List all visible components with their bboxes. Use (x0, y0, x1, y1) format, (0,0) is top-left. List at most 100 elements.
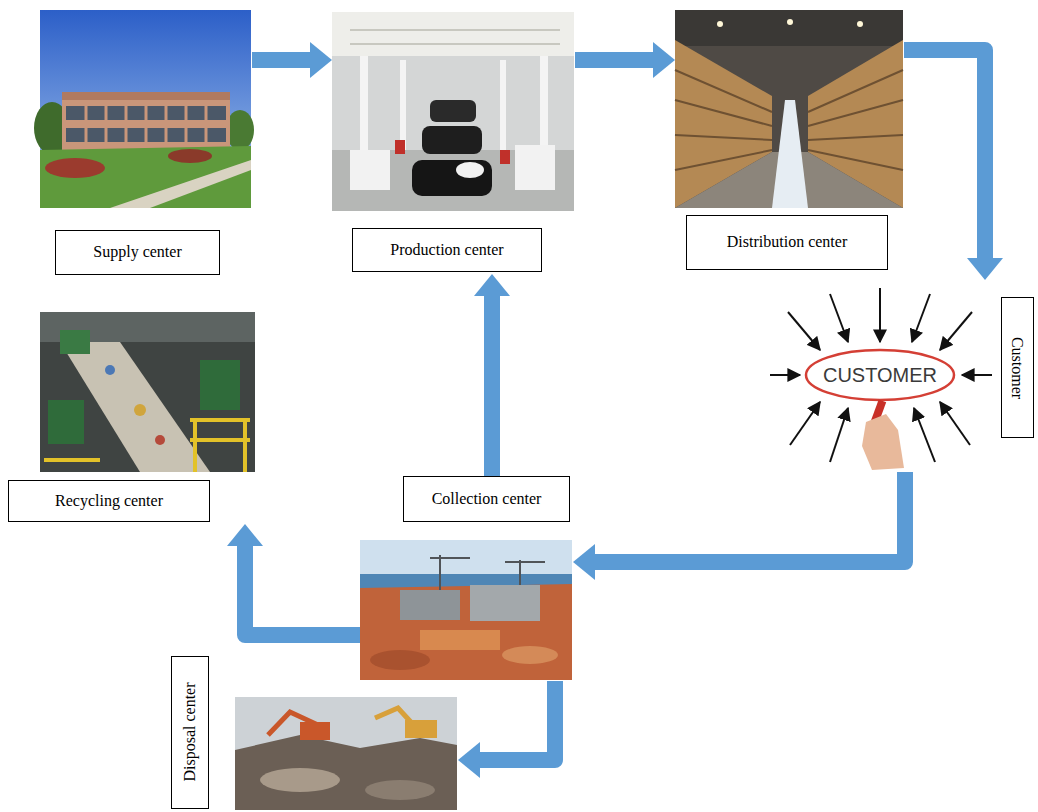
center-node: Distribution center (675, 10, 904, 272)
collection-photo-part (420, 630, 500, 650)
supply-photo-part (110, 160, 251, 208)
customer-illustration-part-part (912, 294, 930, 342)
production-photo-part (360, 56, 368, 166)
distribution-photo-part (772, 100, 808, 208)
supply-photo-part (62, 92, 230, 100)
flow-arrow (252, 42, 332, 78)
distribution-photo (675, 10, 903, 208)
recycling-photo-part (40, 312, 255, 472)
supply-photo-part (86, 106, 206, 142)
node-label: Supply center (93, 242, 181, 261)
disposal-photo-part (300, 722, 330, 740)
supply-photo-part (168, 149, 212, 163)
collection-photo-part (502, 646, 558, 664)
collection-photo-part (360, 584, 572, 680)
node-label: Recycling center (55, 491, 163, 510)
center-node: Disposal center (170, 655, 458, 810)
supply-photo-part (40, 10, 251, 208)
production-photo-part (350, 30, 560, 44)
flow-arrow (458, 681, 555, 778)
distribution-photo-part (787, 19, 793, 25)
arrow-head (653, 42, 675, 78)
label-box: Disposal center (171, 656, 209, 809)
disposal-photo-part (405, 720, 437, 738)
production-photo-part (456, 162, 484, 178)
disposal-photo (235, 697, 457, 810)
recycling-photo-part (134, 404, 146, 416)
customer-illustration-part-part (879, 288, 881, 342)
label-box: Supply center (55, 230, 220, 275)
recycling-photo-part (48, 400, 84, 444)
arrow-shaft (595, 472, 905, 562)
production-photo-part (400, 60, 406, 150)
arrow-shaft (480, 681, 555, 760)
node-label: Collection center (432, 489, 542, 508)
production-photo-part (332, 12, 574, 56)
collection-photo-part (400, 590, 460, 620)
node-label: Production center (390, 240, 503, 259)
supply-photo-part (62, 92, 230, 154)
disposal-photo-part (235, 735, 457, 810)
center-node: Supply center (40, 10, 252, 276)
production-photo-part (332, 12, 574, 211)
arrow-head (458, 742, 480, 778)
production-photo-part (422, 126, 482, 154)
recycling-photo (40, 312, 255, 472)
disposal-photo-part (365, 780, 435, 800)
center-node: Recycling center (8, 312, 256, 524)
flow-arrow (904, 50, 1003, 280)
label-box: Customer (1001, 297, 1034, 438)
production-photo-part (412, 160, 492, 196)
arrow-shaft (252, 52, 310, 68)
customer-illustration-part-part (830, 294, 848, 342)
node-label: Distribution center (727, 232, 847, 251)
supply-photo (34, 10, 254, 208)
production-photo-part (515, 145, 555, 190)
production-photo-part (500, 60, 506, 150)
customer-illustration-part-part (914, 408, 935, 462)
recycling-photo-part (155, 435, 165, 445)
label-box: Recycling center (8, 480, 210, 522)
arrow-shaft (484, 296, 500, 476)
customer-illustration-part-part (770, 374, 800, 376)
distribution-photo-part (857, 21, 863, 27)
production-photo (332, 12, 574, 211)
customer-illustration-part (862, 414, 904, 470)
customer-illustration-part-part (790, 402, 820, 445)
distribution-photo-part (717, 21, 723, 27)
label-box: Distribution center (686, 215, 888, 270)
center-node: Collection center (360, 476, 573, 681)
supply-photo-part (40, 146, 251, 208)
recycling-photo-part (200, 360, 240, 410)
flow-arrow (474, 274, 510, 476)
flow-arrow (227, 524, 360, 635)
arrow-shaft (245, 546, 360, 635)
arrow-head (967, 258, 1003, 280)
distribution-photo-part (675, 10, 903, 46)
label-text-group: Distribution center (727, 232, 847, 251)
label-text-group: Recycling center (55, 491, 163, 510)
customer-illustration-part-part (788, 312, 820, 350)
customer-illustration-part (806, 350, 954, 400)
customer-illustration-part-part (940, 312, 972, 350)
collection-photo (360, 540, 572, 680)
recycling-photo-part (44, 420, 250, 472)
arrow-shaft (575, 52, 653, 68)
production-photo-part (350, 150, 390, 190)
label-box: Production center (352, 228, 542, 272)
arrow-head (227, 524, 263, 546)
recycling-photo-part (60, 330, 90, 354)
production-photo-part (500, 150, 510, 164)
flow-arrow (575, 42, 675, 78)
collection-photo-part (470, 585, 540, 621)
arrow-head (310, 42, 332, 78)
disposal-photo-part (260, 768, 340, 792)
production-photo-part (430, 100, 476, 122)
arrow-head (474, 274, 510, 296)
label-text-group: Disposal center (180, 682, 199, 781)
label-box: Collection center (403, 476, 570, 522)
label-text-group: Customer (1007, 336, 1026, 398)
